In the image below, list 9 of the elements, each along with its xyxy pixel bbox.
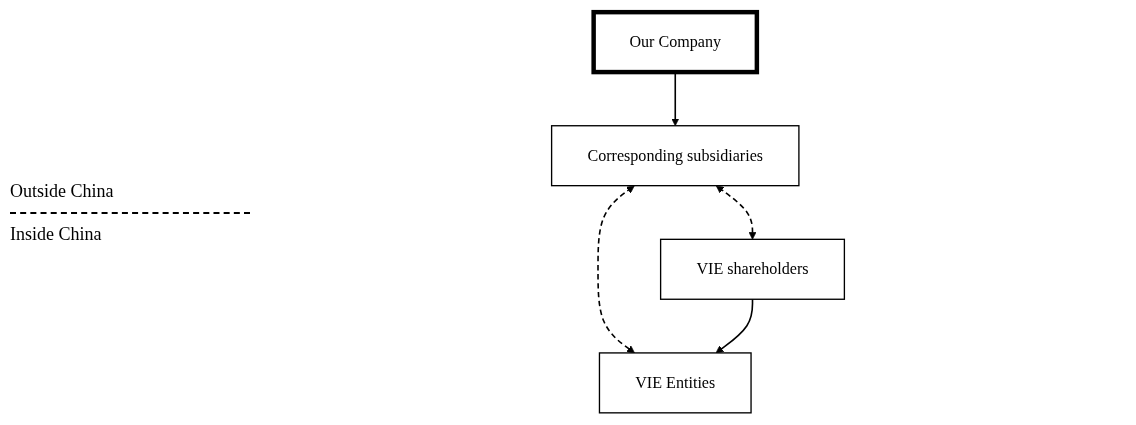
region-label: Inside China — [10, 222, 103, 246]
node-box: Our Company — [591, 9, 760, 75]
node-box: VIE shareholders — [659, 238, 846, 300]
node-box: Corresponding subsidiaries — [550, 125, 800, 187]
node-box: VIE Entities — [598, 352, 752, 414]
arrow — [715, 298, 754, 354]
region-label: Outside China — [10, 179, 115, 203]
arrow — [597, 185, 635, 354]
arrow — [715, 185, 757, 240]
